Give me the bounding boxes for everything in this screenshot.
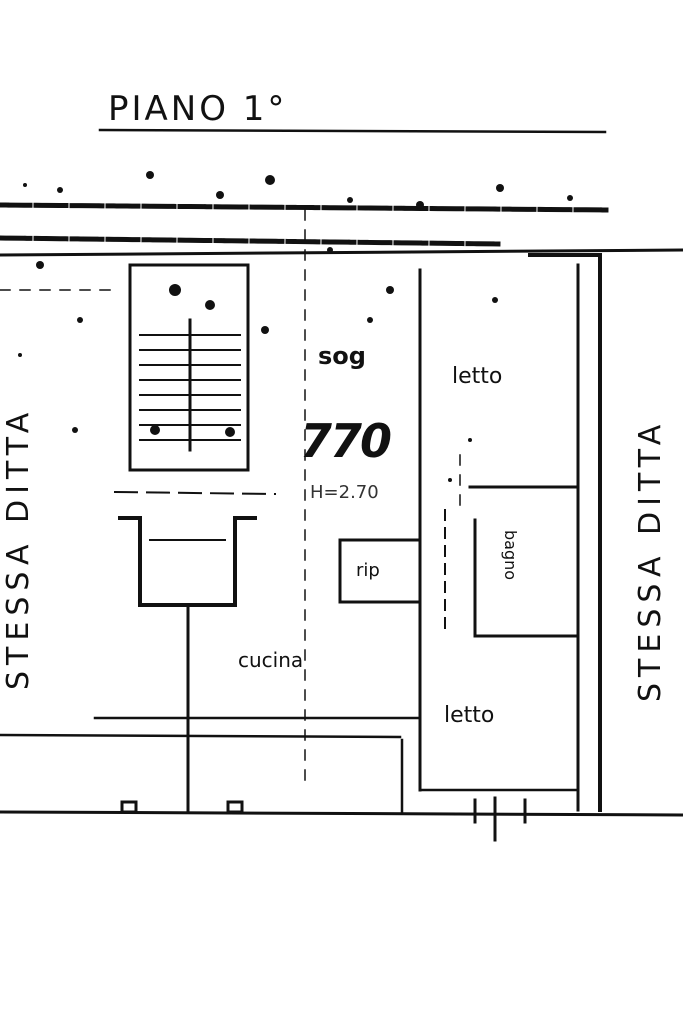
- room-label-rip: rip: [356, 560, 380, 581]
- handwritten-area-code: 770: [300, 414, 392, 468]
- right-side-label: STESSA DITTA: [633, 418, 668, 702]
- left-side-label: STESSA DITTA: [1, 406, 36, 690]
- room-label-letto-top: letto: [452, 364, 503, 389]
- right-outer-wall: [528, 253, 602, 812]
- top-wall: [0, 248, 683, 257]
- plan-title: PIANO 1°: [108, 89, 288, 129]
- bottom-wall: [0, 810, 683, 817]
- stair-treads: [139, 318, 241, 452]
- title-underline: [98, 128, 607, 134]
- stair-frame: [128, 263, 250, 472]
- landing-line: [113, 490, 277, 496]
- top-noise-band: [0, 202, 613, 247]
- room-label-letto-bottom: letto: [444, 703, 495, 728]
- shaft-wall: [118, 516, 257, 607]
- bottom-wall-inner: [0, 733, 402, 739]
- dashed-axes: [0, 209, 461, 781]
- room-label-bagno: bagno: [501, 530, 520, 581]
- height-note: H=2.70: [310, 482, 379, 503]
- room-label-cucina: cucina: [238, 648, 304, 672]
- ink-speckles: [18, 171, 573, 482]
- bottom-ticks: [120, 796, 527, 842]
- room-label-sog: sog: [318, 342, 366, 370]
- rip-closet: [338, 538, 422, 604]
